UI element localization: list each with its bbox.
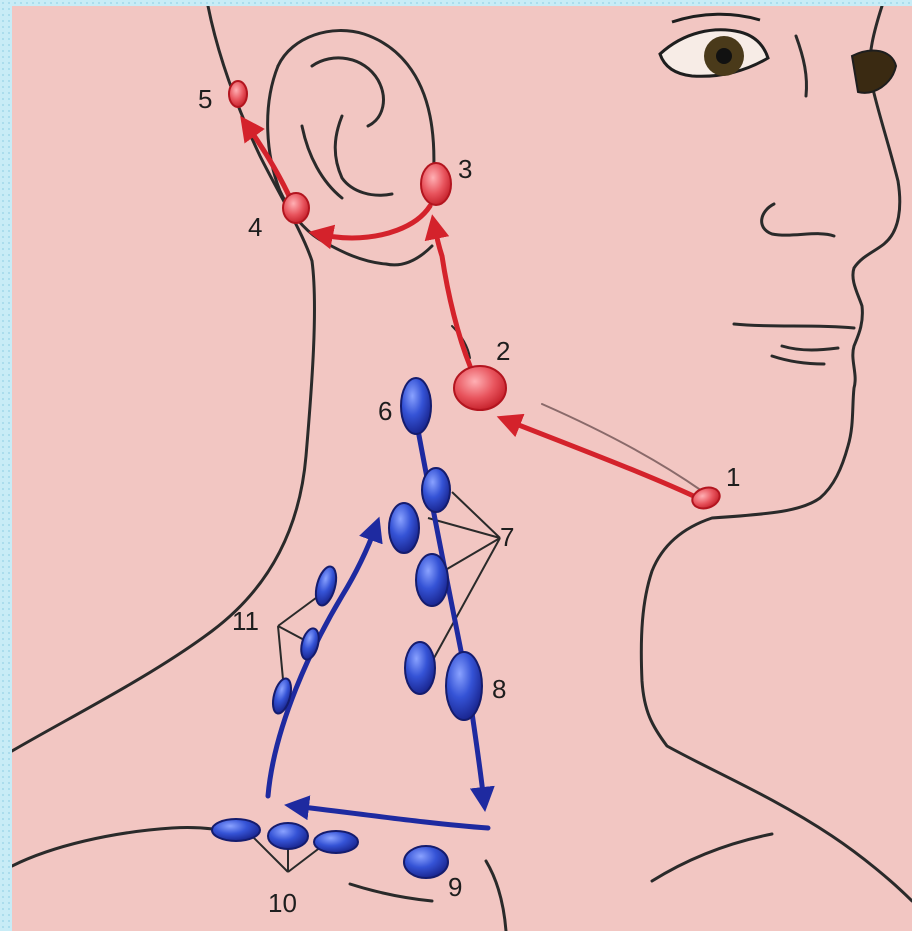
node-5-occipital: [229, 81, 247, 107]
node-3-preauricular: [421, 163, 451, 205]
node-4-postauricular: [283, 193, 309, 223]
label-9: 9: [448, 872, 462, 902]
label-2: 2: [496, 336, 510, 366]
node-7-cervical-c: [416, 554, 448, 606]
node-2-submandibular: [454, 366, 506, 410]
label-5: 5: [198, 84, 212, 114]
label-1: 1: [726, 462, 740, 492]
skin-background: [12, 6, 912, 931]
label-11: 11: [232, 606, 259, 636]
label-3: 3: [458, 154, 472, 184]
label-4: 4: [248, 212, 262, 242]
node-10-supraclavicular-c: [314, 831, 358, 853]
diagram-frame: 1 2 3 4 5 6 7 8 9 10 11: [12, 6, 912, 931]
node-9: [404, 846, 448, 878]
node-7-cervical-a: [422, 468, 450, 512]
label-8: 8: [492, 674, 506, 704]
node-7-cervical-d: [405, 642, 435, 694]
node-10-supraclavicular-b: [268, 823, 308, 849]
label-7: 7: [500, 522, 514, 552]
node-7-cervical-b: [389, 503, 419, 553]
node-8-deep-cervical: [446, 652, 482, 720]
label-6: 6: [378, 396, 392, 426]
lymph-node-illustration: 1 2 3 4 5 6 7 8 9 10 11: [12, 6, 912, 931]
node-10-supraclavicular-a: [212, 819, 260, 841]
node-6-tonsillar: [401, 378, 431, 434]
label-10: 10: [268, 888, 297, 918]
